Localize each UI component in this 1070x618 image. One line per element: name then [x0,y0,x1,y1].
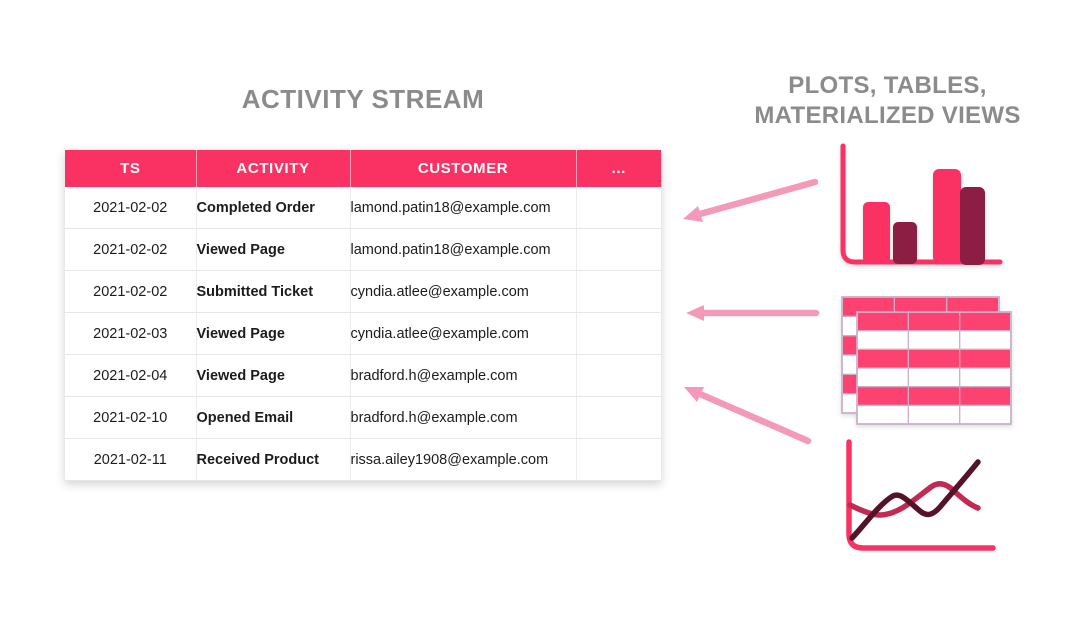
cell-more [576,354,661,397]
table-row: 2021-02-11 Received Product rissa.ailey1… [65,438,661,481]
cell-customer: lamond.patin18@example.com [350,187,577,229]
line-chart-icon [846,439,996,551]
cell-ts: 2021-02-02 [65,270,197,313]
mini-table-front [856,311,1012,425]
cell-more [576,312,661,355]
column-header-customer: CUSTOMER [350,150,577,187]
table-row: 2021-02-02 Submitted Ticket cyndia.atlee… [65,270,661,313]
cell-more [576,228,661,271]
flow-arrow-top [683,178,819,222]
stacked-tables-icon [841,296,1012,425]
cell-activity: Received Product [196,438,351,481]
table-header: TS ACTIVITY CUSTOMER ... [65,150,661,187]
cell-ts: 2021-02-10 [65,396,197,439]
cell-activity: Submitted Ticket [196,270,351,313]
cell-customer: cyndia.atlee@example.com [350,270,577,313]
cell-ts: 2021-02-11 [65,438,197,481]
cell-more [576,396,661,439]
activity-stream-table: TS ACTIVITY CUSTOMER ... 2021-02-02 Comp… [65,150,661,481]
cell-customer: lamond.patin18@example.com [350,228,577,271]
flow-arrow-middle [686,305,820,321]
cell-activity: Opened Email [196,396,351,439]
cell-activity: Viewed Page [196,312,351,355]
cell-activity: Viewed Page [196,354,351,397]
cell-customer: rissa.ailey1908@example.com [350,438,577,481]
flow-arrow-bottom [684,387,812,445]
cell-ts: 2021-02-03 [65,312,197,355]
cell-activity: Viewed Page [196,228,351,271]
cell-customer: cyndia.atlee@example.com [350,312,577,355]
plots-tables-views-title: PLOTS, TABLES, MATERIALIZED VIEWS [720,71,1055,131]
mini-table-back [841,296,1000,414]
cell-customer: bradford.h@example.com [350,396,577,439]
plots-tables-views-title-line1: PLOTS, TABLES, [788,72,987,99]
cell-more [576,438,661,481]
column-header-ts: TS [65,150,197,187]
table-row: 2021-02-02 Completed Order lamond.patin1… [65,187,661,229]
cell-customer: bradford.h@example.com [350,354,577,397]
table-row: 2021-02-04 Viewed Page bradford.h@exampl… [65,354,661,397]
cell-ts: 2021-02-02 [65,187,197,229]
cell-activity: Completed Order [196,187,351,229]
plots-tables-views-title-line2: MATERIALIZED VIEWS [754,102,1021,129]
column-header-activity: ACTIVITY [196,150,351,187]
cell-ts: 2021-02-04 [65,354,197,397]
table-row: 2021-02-10 Opened Email bradford.h@examp… [65,396,661,439]
activity-stream-title: ACTIVITY STREAM [241,84,485,114]
bar-chart-icon [840,143,1003,265]
table-row: 2021-02-03 Viewed Page cyndia.atlee@exam… [65,312,661,355]
cell-ts: 2021-02-02 [65,228,197,271]
column-header-more: ... [576,150,661,187]
table-row: 2021-02-02 Viewed Page lamond.patin18@ex… [65,228,661,271]
table-header-row: TS ACTIVITY CUSTOMER ... [65,150,661,187]
cell-more [576,187,661,229]
cell-more [576,270,661,313]
